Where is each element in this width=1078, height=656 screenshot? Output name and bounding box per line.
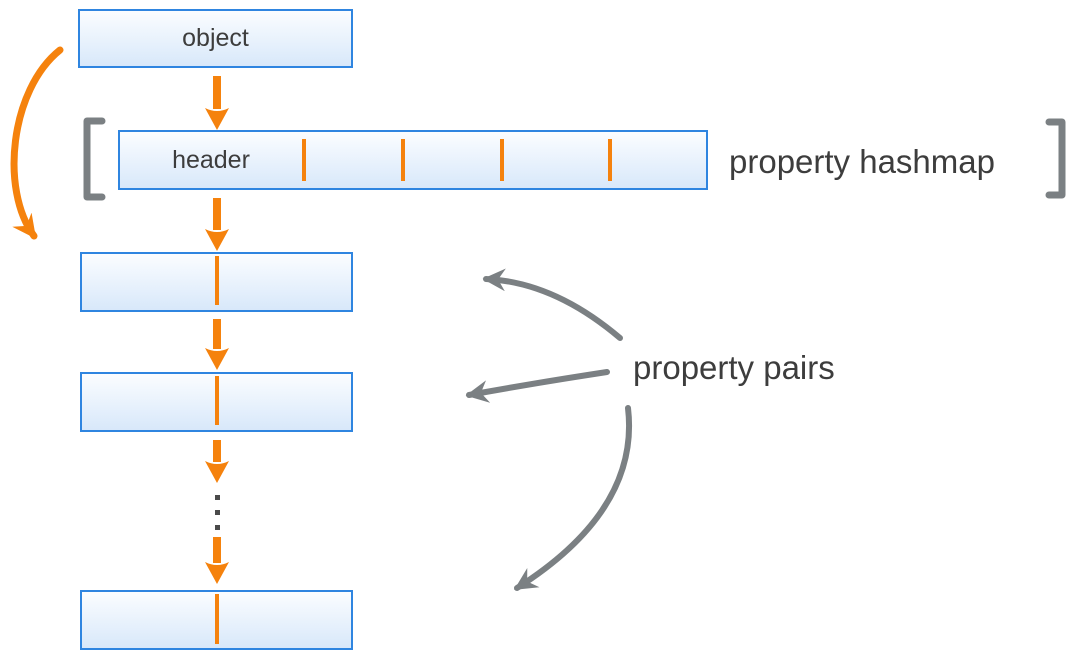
arrow-pair1-to-pair2-icon xyxy=(205,319,229,370)
gray-arrow-to-pair2-icon xyxy=(465,369,610,403)
object-box xyxy=(78,9,353,68)
arrow-ellipsis-to-pair3-icon xyxy=(205,537,229,584)
header-cell-dividers xyxy=(302,139,612,181)
property-hashmap-label: property hashmap xyxy=(729,143,995,180)
gray-arrow-to-pair1-icon xyxy=(482,268,623,341)
left-bracket-icon xyxy=(83,117,106,201)
property-pairs-label: property pairs xyxy=(633,349,835,386)
arrow-object-to-pair1-curved-icon xyxy=(10,46,64,240)
arrow-header-to-pair1-icon xyxy=(205,198,229,251)
arrow-object-to-header-icon xyxy=(205,76,229,130)
arrow-pair2-to-ellipsis-icon xyxy=(205,440,229,483)
right-bracket-icon xyxy=(1045,118,1066,199)
ellipsis-dots-icon xyxy=(215,495,220,530)
gray-arrow-to-pair3-icon xyxy=(514,405,632,591)
